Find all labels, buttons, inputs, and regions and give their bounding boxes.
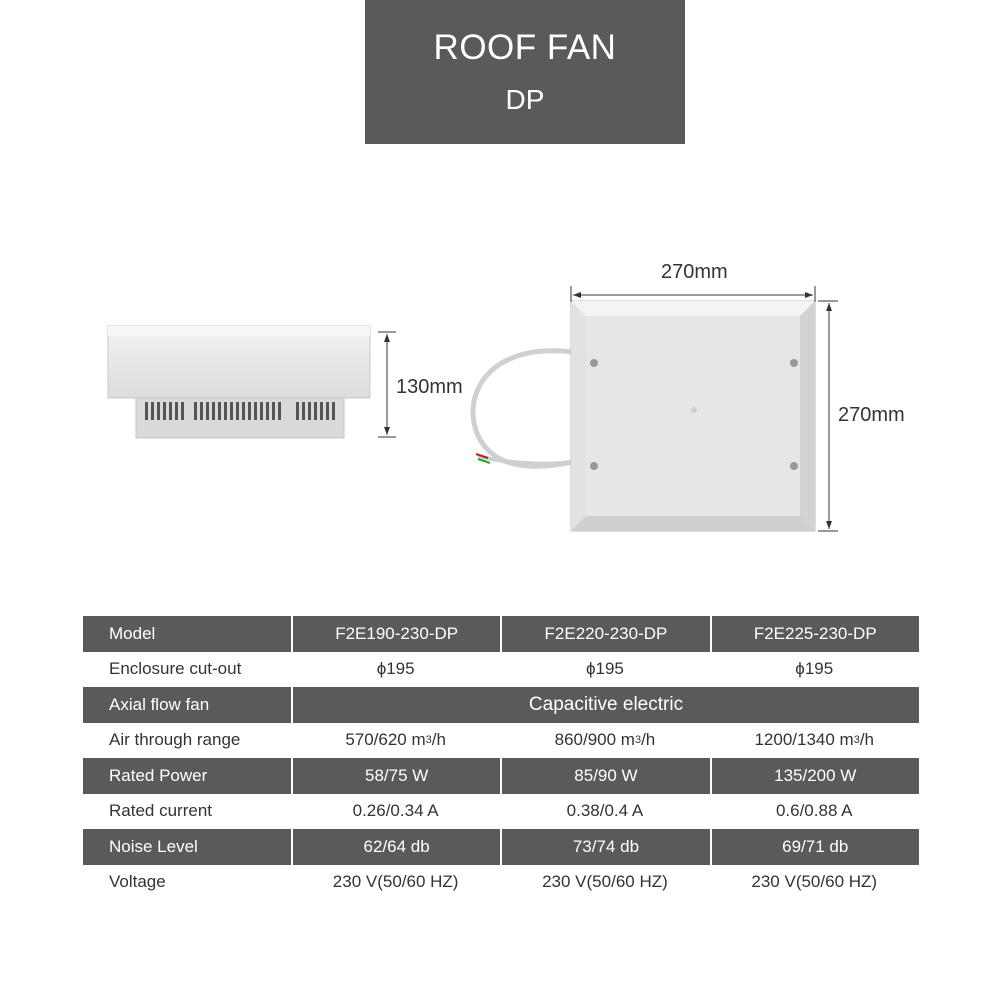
product-drawing — [107, 286, 838, 532]
cell-value: 230 V(50/60 HZ) — [332, 872, 459, 892]
table-row-model: Model F2E190-230-DP F2E220-230-DP F2E225… — [83, 616, 919, 652]
spec-table: Model F2E190-230-DP F2E220-230-DP F2E225… — [83, 616, 919, 900]
title-banner: ROOF FAN DP — [365, 0, 685, 144]
cell-value: ϕ195 — [586, 659, 624, 679]
cell-value: 135/200 W — [709, 758, 919, 794]
row-label: Rated current — [109, 801, 212, 821]
row-label: Model — [109, 623, 156, 643]
row-label: Voltage — [109, 872, 166, 892]
cell-value: 0.6/0.88 A — [775, 801, 853, 821]
product-figure: 130mm 270mm 270mm — [107, 261, 905, 532]
cell-value: 58/75 W — [291, 758, 500, 794]
row-label: Noise Level — [109, 836, 198, 856]
cell-value: 230 V(50/60 HZ) — [542, 872, 668, 892]
page-title: ROOF FAN — [433, 28, 617, 67]
cell-value: 230 V(50/60 HZ) — [751, 872, 878, 892]
cell-value: 62/64 db — [291, 829, 500, 865]
table-row-axial-fan: Axial flow fan Capacitive electric — [83, 687, 919, 723]
cell-value: 0.26/0.34 A — [352, 801, 439, 821]
row-label: Rated Power — [109, 765, 208, 785]
fan-top-view — [470, 286, 838, 532]
cell-value: 73/74 db — [500, 829, 709, 865]
table-row-noise-level: Noise Level 62/64 db 73/74 db 69/71 db — [83, 829, 919, 865]
table-row-enclosure: Enclosure cut-out ϕ195 ϕ195 ϕ195 — [83, 651, 919, 687]
fan-side-view — [107, 325, 396, 439]
cell-value: F2E220-230-DP — [500, 616, 709, 652]
cell-value: 0.38/0.4 A — [566, 801, 644, 821]
row-label: Air through range — [109, 730, 241, 750]
cell-value: F2E225-230-DP — [709, 616, 919, 652]
dimension-depth-label: 270mm — [838, 404, 905, 426]
cell-value: 85/90 W — [500, 758, 709, 794]
cell-value: ϕ195 — [795, 659, 834, 679]
table-row-rated-power: Rated Power 58/75 W 85/90 W 135/200 W — [83, 758, 919, 794]
table-row-rated-current: Rated current 0.26/0.34 A 0.38/0.4 A 0.6… — [83, 793, 919, 829]
dimension-height-label: 130mm — [396, 376, 463, 398]
dimension-width-label: 270mm — [661, 261, 728, 283]
cell-value: F2E190-230-DP — [291, 616, 500, 652]
table-row-voltage: Voltage 230 V(50/60 HZ) 230 V(50/60 HZ) … — [83, 864, 919, 900]
row-label: Enclosure cut-out — [109, 659, 242, 679]
cell-value: ϕ195 — [376, 659, 415, 679]
page-subtitle: DP — [505, 84, 545, 115]
cell-value: 69/71 db — [709, 829, 919, 865]
cell-value-span: Capacitive electric — [291, 687, 919, 723]
row-label: Axial flow fan — [109, 694, 210, 714]
